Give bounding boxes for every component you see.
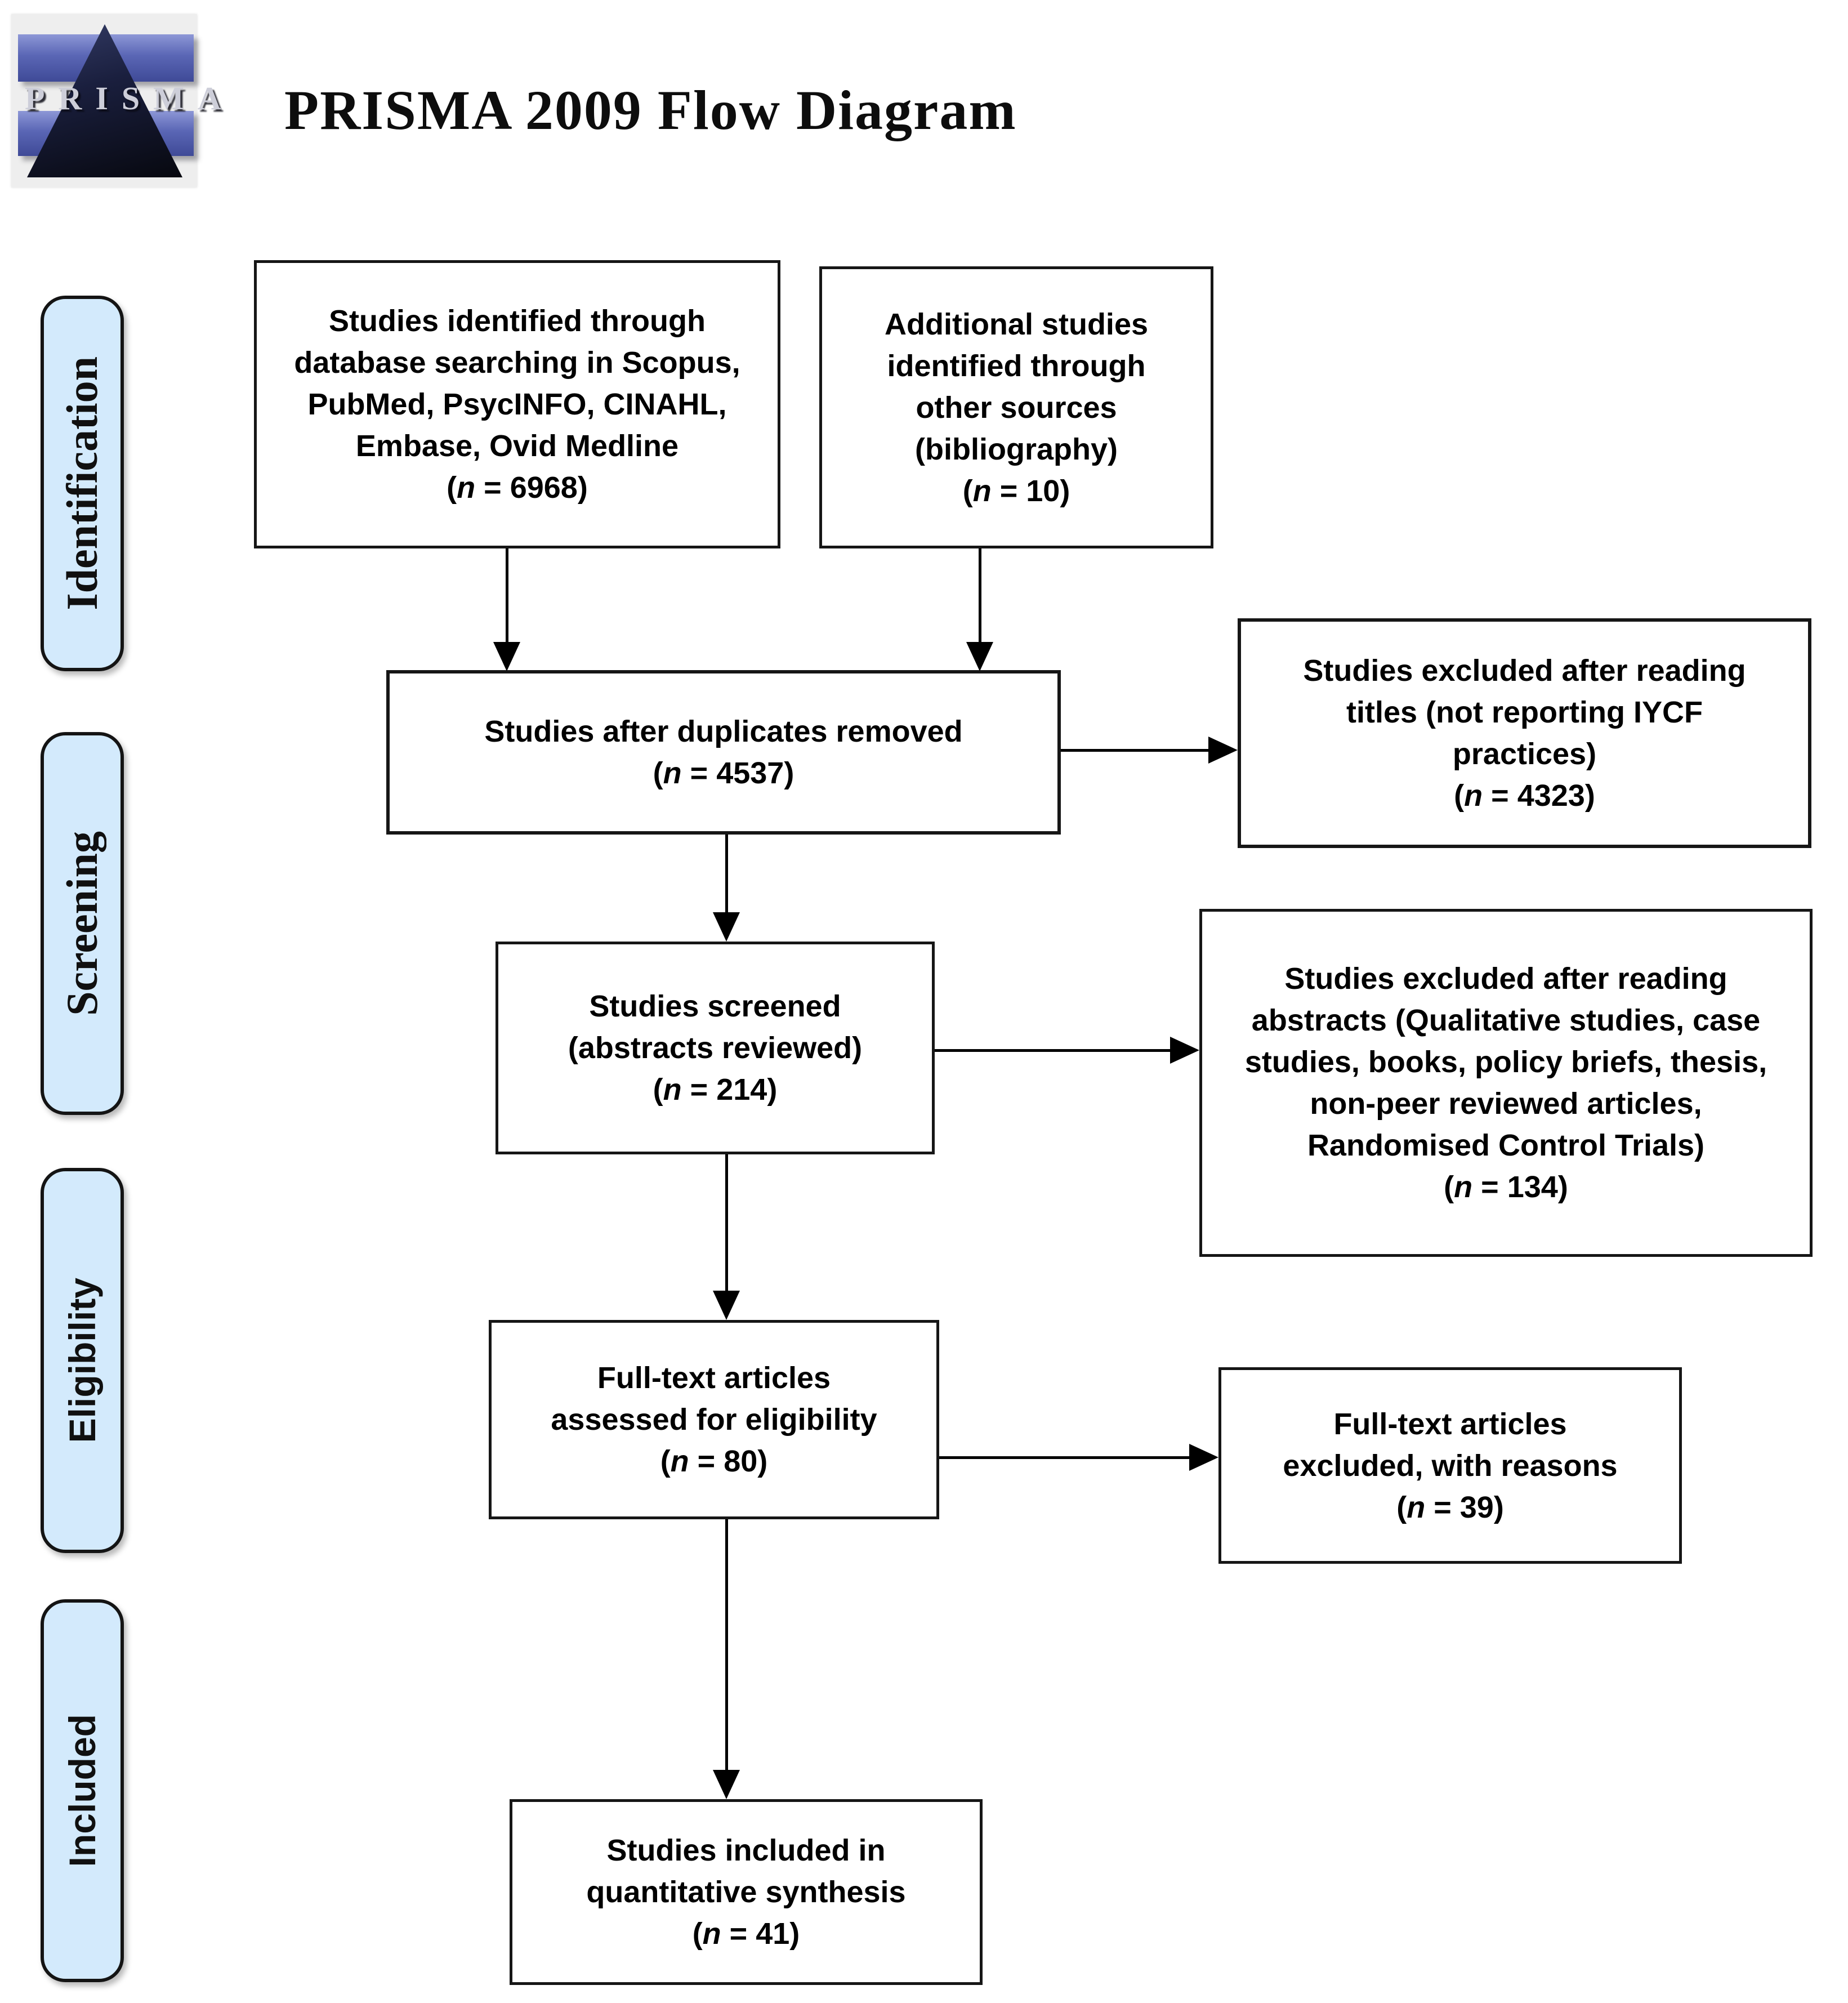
node-text: Full-text articles excluded, with reason… [1283,1407,1618,1524]
node-studies-screened: Studies screened (abstracts reviewed) (n… [496,942,935,1154]
arrow-additional-to-duplicates [979,548,981,645]
node-text: Additional studies identified through ot… [884,307,1149,508]
arrowhead-down-icon [713,1291,740,1320]
node-excluded-abstracts: Studies excluded after reading abstracts… [1199,909,1813,1257]
stage-label: Included [61,1714,103,1867]
n-value: 4537 [716,756,784,790]
node-text: Studies excluded after reading titles (n… [1303,654,1746,813]
n-value: 214 [716,1073,767,1107]
n-value: 134 [1507,1170,1558,1204]
n-value: 6968 [510,471,578,505]
arrowhead-right-icon [1170,1037,1199,1064]
node-duplicates-removed: Studies after duplicates removed (n = 45… [386,670,1061,835]
arrowhead-down-icon [493,642,520,671]
node-text: Studies excluded after reading abstracts… [1244,962,1767,1204]
arrowhead-down-icon [713,912,740,942]
stage-label: Screening [57,831,106,1016]
node-included-quantitative: Studies included in quantitative synthes… [510,1799,983,1985]
stage-identification: Identification [41,296,124,671]
arrow-fulltext-to-included [725,1519,728,1772]
stage-eligibility: Eligibility [41,1168,124,1553]
node-text: Studies identified through database sear… [294,304,740,505]
arrow-identified-to-duplicates [506,548,508,645]
arrow-fulltext-to-excluded [939,1456,1191,1459]
node-additional-studies: Additional studies identified through ot… [819,266,1213,548]
arrowhead-right-icon [1189,1444,1218,1471]
stage-screening: Screening [41,732,124,1115]
node-text: Full-text articles assessed for eligibil… [551,1361,877,1478]
n-value: 39 [1459,1490,1494,1524]
n-value: 41 [756,1917,790,1951]
arrowhead-down-icon [966,642,993,671]
n-value: 80 [724,1444,758,1478]
stage-label: Identification [57,356,106,610]
arrow-screened-to-fulltext [725,1154,728,1293]
logo-wordmark: PRISMA [25,80,235,117]
arrowhead-down-icon [713,1770,740,1799]
n-value: 4323 [1517,779,1585,813]
node-excluded-titles: Studies excluded after reading titles (n… [1238,618,1811,848]
stage-included: Included [41,1599,124,1982]
stage-label: Eligibility [61,1278,103,1443]
arrowhead-right-icon [1208,737,1238,764]
node-fulltext-excluded: Full-text articles excluded, with reason… [1218,1367,1682,1564]
node-fulltext-assessed: Full-text articles assessed for eligibil… [489,1320,939,1519]
arrow-duplicates-to-excluded-titles [1061,749,1211,752]
n-value: 10 [1026,474,1060,508]
node-text: Studies after duplicates removed (n = 45… [484,715,963,790]
node-text: Studies included in quantitative synthes… [586,1834,906,1951]
node-studies-identified: Studies identified through database sear… [254,260,780,548]
arrow-screened-to-excluded-abstracts [935,1049,1172,1052]
prisma-logo: PRISMA [11,14,235,188]
page-title: PRISMA 2009 Flow Diagram [284,79,1017,141]
arrow-duplicates-to-screened [725,835,728,914]
node-text: Studies screened (abstracts reviewed) (n… [568,989,863,1107]
